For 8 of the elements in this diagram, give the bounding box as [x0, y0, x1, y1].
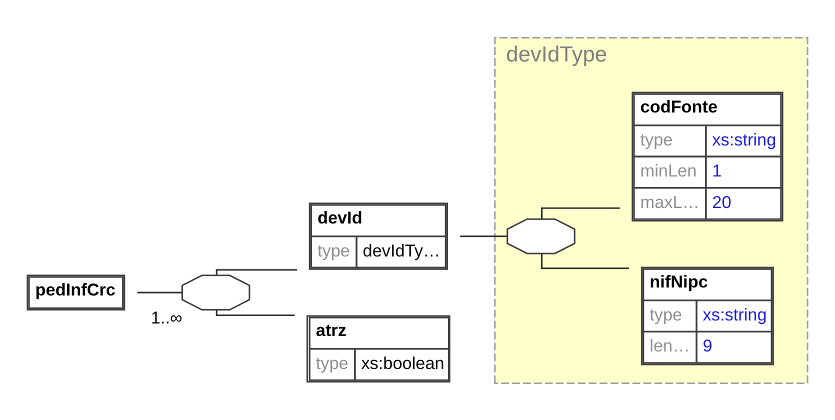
connector [216, 268, 298, 275]
node-octagon [181, 274, 250, 310]
node-octagon [506, 218, 576, 254]
connector [137, 291, 182, 293]
node-label: 1..∞ [150, 307, 182, 328]
connector [541, 206, 620, 218]
connector [216, 309, 295, 316]
connector [460, 235, 507, 237]
